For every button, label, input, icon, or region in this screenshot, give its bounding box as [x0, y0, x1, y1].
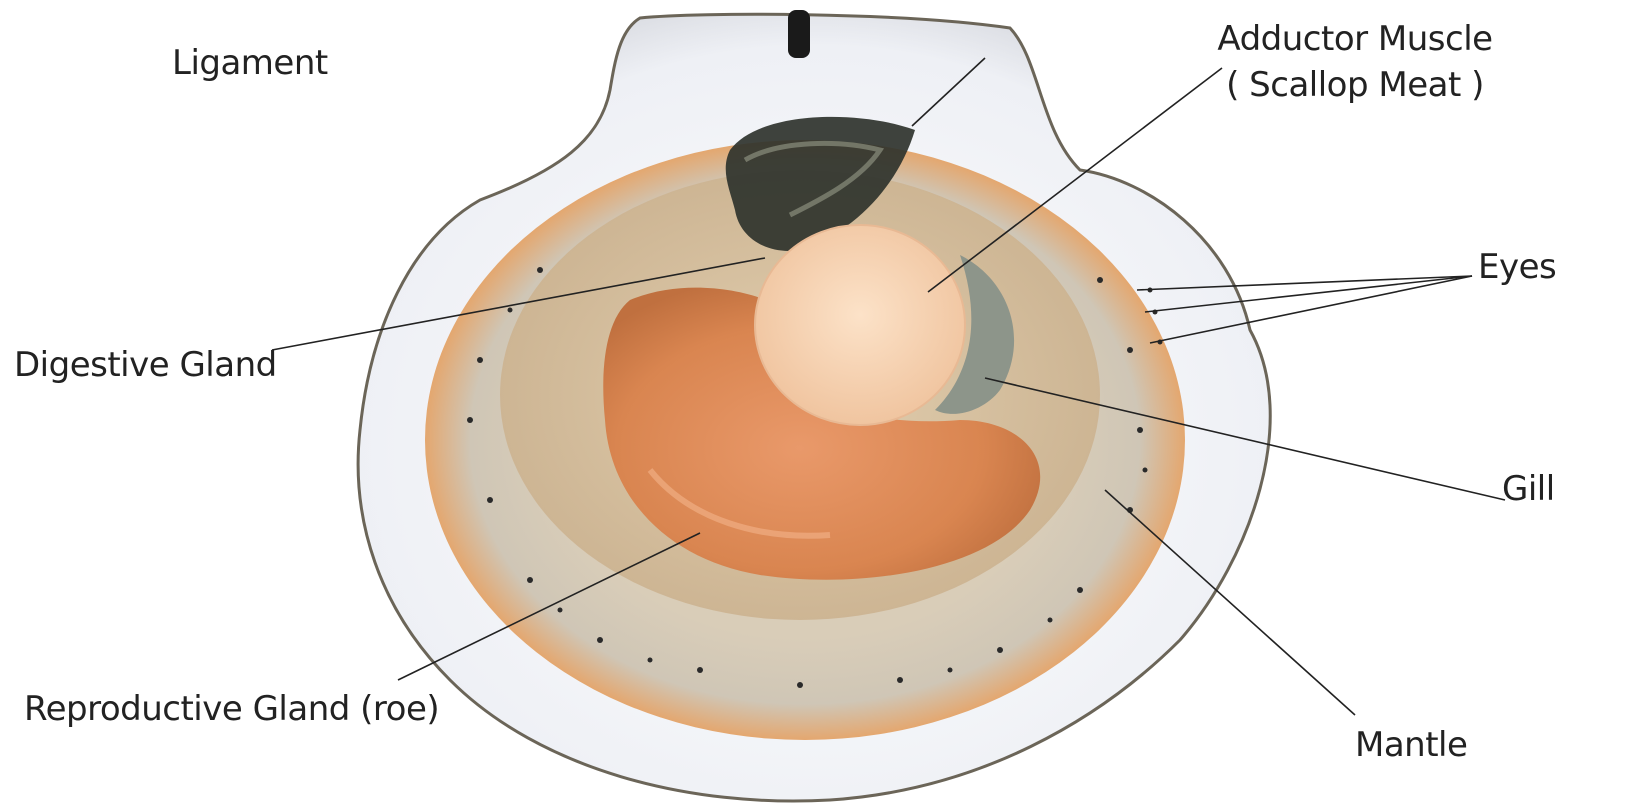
- label-digestive-gland: Digestive Gland: [14, 348, 277, 382]
- label-mantle: Mantle: [1355, 728, 1467, 762]
- label-reproductive-gland: Reproductive Gland (roe): [24, 692, 439, 726]
- label-adductor-line2: ( Scallop Meat ): [1210, 68, 1500, 102]
- label-adductor-line1: Adductor Muscle: [1210, 22, 1500, 56]
- label-gill: Gill: [1502, 472, 1555, 506]
- ligament-mark: [788, 10, 810, 58]
- label-ligament: Ligament: [172, 46, 328, 80]
- adductor-muscle: [755, 225, 965, 425]
- label-adductor-muscle: Adductor Muscle ( Scallop Meat ): [1210, 22, 1500, 102]
- label-eyes: Eyes: [1478, 250, 1556, 284]
